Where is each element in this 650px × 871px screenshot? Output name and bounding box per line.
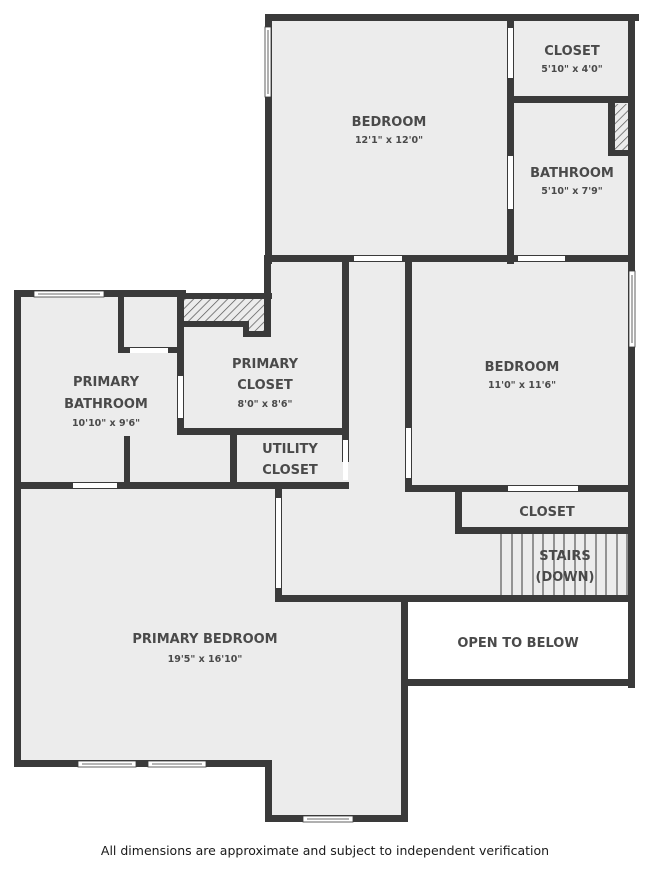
room-primary-bedroom: PRIMARY BEDROOM 19'5" x 16'10" [132,632,277,665]
stairs-treads [500,533,631,597]
room-name-line1: UTILITY [262,442,318,457]
room-name-line2: (DOWN) [536,570,595,585]
room-name: OPEN TO BELOW [457,636,578,651]
room-labels: BEDROOM 12'1" x 12'0" CLOSET 5'10" x 4'0… [64,44,614,665]
room-utility-closet: UTILITY CLOSET [262,442,318,478]
room-primary-closet: PRIMARY CLOSET 8'0" x 8'6" [232,357,299,410]
room-name-line1: STAIRS [539,549,591,564]
door-closet-2[interactable] [508,486,578,491]
door-bedroom-2[interactable] [406,428,411,478]
room-name-line1: PRIMARY [232,357,299,372]
window-primary-bedroom-1 [77,760,137,768]
room-name: CLOSET [519,505,575,520]
window-primary-bedroom-2 [147,760,207,768]
doors [73,28,578,588]
door-closet-1[interactable] [508,28,513,78]
disclaimer-text: All dimensions are approximate and subje… [100,843,550,858]
room-stairs[interactable]: STAIRS (DOWN) [536,549,595,585]
door-bedroom-1[interactable] [354,256,402,261]
room-dims: 5'10" x 4'0" [541,64,603,75]
room-primary-bathroom: PRIMARY BATHROOM 10'10" x 9'6" [64,375,148,429]
room-name: CLOSET [544,44,600,59]
room-name-line2: CLOSET [237,378,293,393]
window-bedroom-2 [628,270,636,348]
room-name-line2: BATHROOM [64,397,148,412]
room-dims: 19'5" x 16'10" [168,654,243,665]
floor-main [20,258,632,817]
door-primary-bedroom[interactable] [276,498,281,588]
room-dims: 12'1" x 12'0" [355,135,423,146]
room-dims: 10'10" x 9'6" [72,418,140,429]
chase-hatch-bathroom [614,104,632,152]
floor-open-to-below [405,602,632,680]
window-bedroom-1 [264,26,272,98]
room-dims: 8'0" x 8'6" [238,399,293,410]
room-name: BATHROOM [530,166,614,181]
door-bathroom[interactable] [508,156,513,209]
window-primary-bathroom [33,290,105,298]
room-bathroom: BATHROOM 5'10" x 7'9" [530,166,614,197]
room-closet-1: CLOSET 5'10" x 4'0" [541,44,603,75]
windows [33,26,636,823]
room-open-to-below: OPEN TO BELOW [457,636,578,651]
door-utility-closet[interactable] [343,440,348,480]
room-bedroom-2: BEDROOM 11'0" x 11'6" [485,360,560,391]
window-primary-bedroom-3 [302,815,354,823]
door-bathroom-hall[interactable] [518,256,565,261]
room-name: BEDROOM [485,360,560,375]
room-closet-2: CLOSET [519,505,575,520]
room-name: BEDROOM [352,115,427,130]
door-toilet-room[interactable] [130,348,168,353]
door-primary-closet[interactable] [178,376,183,418]
room-floors [20,20,635,817]
room-name: PRIMARY BEDROOM [132,632,277,647]
floor-bedroom-1 [270,20,635,258]
room-name-line2: CLOSET [262,463,318,478]
room-name-line1: PRIMARY [73,375,140,390]
room-dims: 5'10" x 7'9" [541,186,603,197]
room-dims: 11'0" x 11'6" [488,380,556,391]
room-bedroom-1: BEDROOM 12'1" x 12'0" [352,115,427,146]
door-primary-bathroom[interactable] [73,483,117,488]
